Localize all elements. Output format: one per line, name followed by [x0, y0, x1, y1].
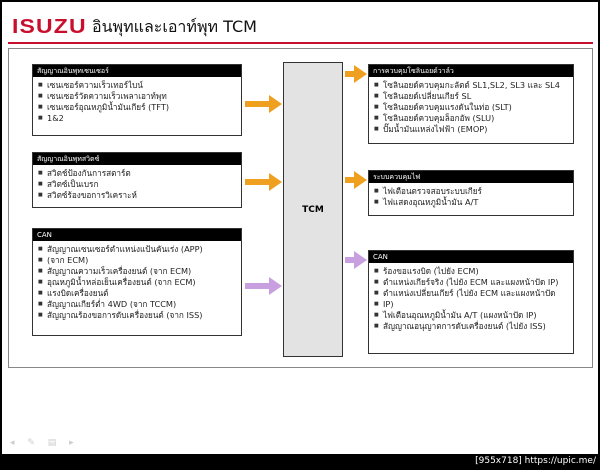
list-item: 1&2: [38, 113, 237, 124]
sensor-input-box: สัญญาณอินพุทเซนเซอร์ เซนเซอร์ความเร็วเทอ…: [32, 64, 242, 136]
list-item: อุณหภูมิน้ำหล่อเย็นเครื่องยนต์ (จาก ECM): [38, 277, 237, 288]
can-input-heading: CAN: [33, 229, 241, 241]
sensor-input-heading: สัญญาณอินพุทเซนเซอร์: [33, 65, 241, 77]
switch-input-box: สัญญาณอินพุทสวิตซ์ สวิตช์ป้องกันการสตาร์…: [32, 152, 242, 208]
diagram-frame: [8, 48, 593, 368]
list-item: สวิตซ์เป็นเบรก: [38, 179, 237, 190]
footer-bar: [0, 456, 600, 470]
can-input-box: CAN สัญญาณเซนเซอร์ตำแหน่งแป้นคันเร่ง (AP…: [32, 228, 242, 336]
lamp-output-list: ไฟเตือนตรวจสอบระบบเกียร์ ไฟแสดงอุณหภูมิน…: [369, 186, 573, 208]
watermark-text: [955x718] https://upic.me/: [475, 456, 596, 466]
arrow-switch-to-tcm: [245, 173, 282, 191]
list-item: ไฟเตือนตรวจสอบระบบเกียร์: [374, 186, 569, 197]
solenoid-output-box: การควบคุมโซลินอยด์วาล์ว โซลินอยด์ควบคุมก…: [368, 64, 574, 144]
list-item: เซนเซอร์ความเร็วเทอร์ไบน์: [38, 80, 237, 91]
flow-arrows: [245, 65, 367, 295]
list-item: ไฟเตือนอุณหภูมิน้ำมัน A/T (แผงหน้าปัด IP…: [374, 310, 569, 321]
slide-title: อินพุทและเอาท์พุท TCM: [92, 17, 257, 36]
can-input-list: สัญญาณเซนเซอร์ตำแหน่งแป้นคันเร่ง (APP) (…: [33, 244, 241, 321]
arrow-tcm-to-can: [345, 251, 367, 269]
list-item: (จาก ECM): [38, 255, 237, 266]
list-item: โซลินอยด์ควบคุมแรงดันในท่อ (SLT): [374, 102, 569, 113]
list-item: ร้องขอแรงบิด (ไปยัง ECM): [374, 266, 569, 277]
can-output-box: CAN ร้องขอแรงบิด (ไปยัง ECM) ตำแหน่งเกีย…: [368, 250, 574, 354]
slide-nav-controls[interactable]: ◂ ✎ ▤ ▸: [10, 438, 79, 448]
tcm-block: TCM: [283, 62, 343, 357]
list-item: เซนเซอร์วัดความเร็วเพลาเอาท์พุท: [38, 91, 237, 102]
list-item: โซลินอยด์เปลี่ยนเกียร์ SL: [374, 91, 569, 102]
switch-input-list: สวิตช์ป้องกันการสตาร์ต สวิตซ์เป็นเบรก สว…: [33, 168, 241, 201]
list-item: สัญญาณร้องขอการดับเครื่องยนต์ (จาก ISS): [38, 310, 237, 321]
list-item: สวิตซ์ร้องขอการวิเคราะห์: [38, 190, 237, 201]
lamp-output-box: ระบบควบคุมไฟ ไฟเตือนตรวจสอบระบบเกียร์ ไฟ…: [368, 170, 574, 216]
list-item: สวิตช์ป้องกันการสตาร์ต: [38, 168, 237, 179]
list-item: ไฟแสดงอุณหภูมิน้ำมัน A/T: [374, 197, 569, 208]
list-item: สัญญาณเซนเซอร์ตำแหน่งแป้นคันเร่ง (APP): [38, 244, 237, 255]
list-item: ตำแหน่งเกียร์จริง (ไปยัง ECM และแผงหน้าป…: [374, 277, 569, 288]
isuzu-logo: ISUZU: [12, 16, 87, 38]
list-item: โซลินอยด์ควบคุมกะลัตต์ SL1,SL2, SL3 และ …: [374, 80, 569, 91]
switch-input-heading: สัญญาณอินพุทสวิตซ์: [33, 153, 241, 165]
slide: ISUZU อินพุทและเอาท์พุท TCM สัญญาณอินพุท…: [2, 2, 598, 454]
sensor-input-list: เซนเซอร์ความเร็วเทอร์ไบน์ เซนเซอร์วัดควา…: [33, 80, 241, 124]
solenoid-output-list: โซลินอยด์ควบคุมกะลัตต์ SL1,SL2, SL3 และ …: [369, 80, 573, 135]
can-output-list: ร้องขอแรงบิด (ไปยัง ECM) ตำแหน่งเกียร์จร…: [369, 266, 573, 332]
list-item: เซนเซอร์อุณหภูมิน้ำมันเกียร์ (TFT): [38, 102, 237, 113]
can-output-heading: CAN: [369, 251, 573, 263]
arrow-tcm-to-solenoid: [345, 65, 367, 83]
list-item: โซลินอยด์ควบคุมล็อกอัพ (SLU): [374, 113, 569, 124]
list-item: IP): [374, 299, 569, 310]
arrow-can-to-tcm: [245, 277, 282, 295]
arrow-tcm-to-lamp: [345, 171, 367, 189]
lamp-output-heading: ระบบควบคุมไฟ: [369, 171, 573, 183]
solenoid-output-heading: การควบคุมโซลินอยด์วาล์ว: [369, 65, 573, 77]
list-item: ตำแหน่งเปลี่ยนเกียร์ (ไปยัง ECM และแผงหน…: [374, 288, 569, 299]
title-divider: [8, 42, 593, 44]
list-item: สัญญาณความเร็วเครื่องยนต์ (จาก ECM): [38, 266, 237, 277]
arrow-sensor-to-tcm: [245, 95, 282, 113]
list-item: สัญญาณเกียร์ต่ำ 4WD (จาก TCCM): [38, 299, 237, 310]
list-item: ปั๊มน้ำมันแหล่งไฟฟ้า (EMOP): [374, 124, 569, 135]
list-item: สัญญาณอนุญาตการดับเครื่องยนต์ (ไปยัง ISS…: [374, 321, 569, 332]
list-item: แรงบิดเครื่องยนต์: [38, 288, 237, 299]
